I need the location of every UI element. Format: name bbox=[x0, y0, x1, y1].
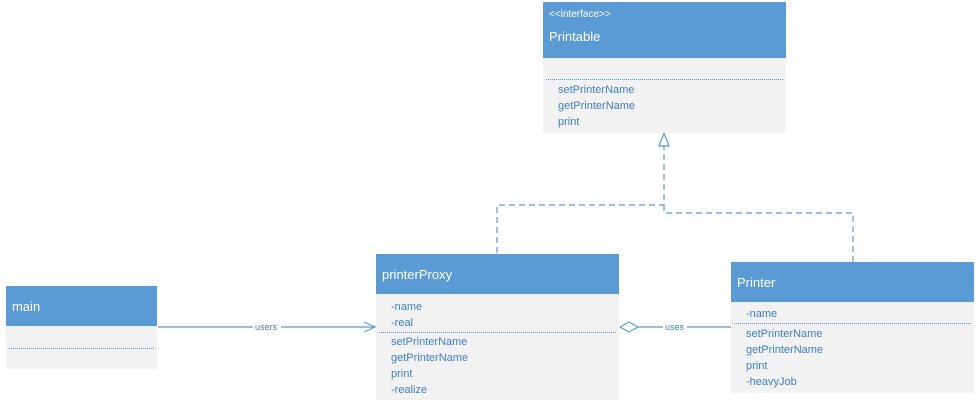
printer-attribute: -name bbox=[746, 308, 778, 320]
proxy-to-printer-label-bg bbox=[663, 321, 687, 332]
main-header: main bbox=[6, 286, 157, 326]
printer-proxy-operation: print bbox=[391, 368, 413, 380]
printer-operation: getPrinterName bbox=[746, 344, 824, 356]
printable-operations: setPrinterName getPrinterName print bbox=[543, 82, 786, 130]
printable-operation: getPrinterName bbox=[558, 100, 636, 112]
printer-attributes: -name bbox=[731, 306, 974, 322]
printer-proxy-operation: -realize bbox=[391, 384, 428, 396]
main-class-box[interactable]: main bbox=[6, 286, 157, 369]
printer-proxy-header: printerProxy bbox=[376, 254, 619, 294]
realization-proxy-to-printable bbox=[496, 146, 665, 253]
printable-separator bbox=[546, 79, 783, 80]
main-to-proxy-label-bg bbox=[253, 321, 281, 332]
printer-proxy-attribute: -real bbox=[391, 317, 414, 329]
printable-interface-box[interactable]: <<interface>> Printable setPrinterName g… bbox=[543, 2, 786, 133]
printer-proxy-attribute: -name bbox=[391, 301, 423, 313]
printer-operation: print bbox=[746, 360, 768, 372]
main-class-name: main bbox=[12, 299, 41, 314]
realization-printer-to-printable bbox=[663, 205, 854, 262]
proxy-to-printer-label: uses bbox=[665, 322, 685, 332]
printer-class-box[interactable]: Printer -name setPrinterName getPrinterN… bbox=[731, 262, 974, 393]
printable-operation: print bbox=[558, 116, 580, 128]
printer-operations: setPrinterName getPrinterName print -hea… bbox=[731, 326, 974, 390]
printable-class-name: Printable bbox=[549, 29, 601, 44]
realization-arrowhead bbox=[658, 131, 670, 147]
printer-proxy-attributes: -name -real bbox=[376, 299, 619, 331]
printer-proxy-class-box[interactable]: printerProxy -name -real setPrinterName … bbox=[376, 254, 619, 400]
printer-proxy-separator bbox=[379, 332, 616, 333]
printable-header: <<interface>> Printable bbox=[543, 2, 786, 58]
main-separator bbox=[9, 348, 154, 349]
printer-separator bbox=[734, 323, 971, 324]
printable-operation: setPrinterName bbox=[558, 84, 635, 96]
printer-class-name: Printer bbox=[737, 275, 776, 290]
printer-operation: setPrinterName bbox=[746, 328, 823, 340]
main-to-proxy-label: users bbox=[255, 322, 278, 332]
printer-proxy-class-name: printerProxy bbox=[382, 267, 453, 282]
printer-proxy-operation: getPrinterName bbox=[391, 352, 469, 364]
printer-proxy-operations: setPrinterName getPrinterName print -rea… bbox=[376, 334, 619, 398]
printer-header: Printer bbox=[731, 262, 974, 302]
printable-stereotype: <<interface>> bbox=[549, 9, 611, 20]
printer-operation: -heavyJob bbox=[746, 376, 797, 388]
printer-proxy-operation: setPrinterName bbox=[391, 336, 468, 348]
